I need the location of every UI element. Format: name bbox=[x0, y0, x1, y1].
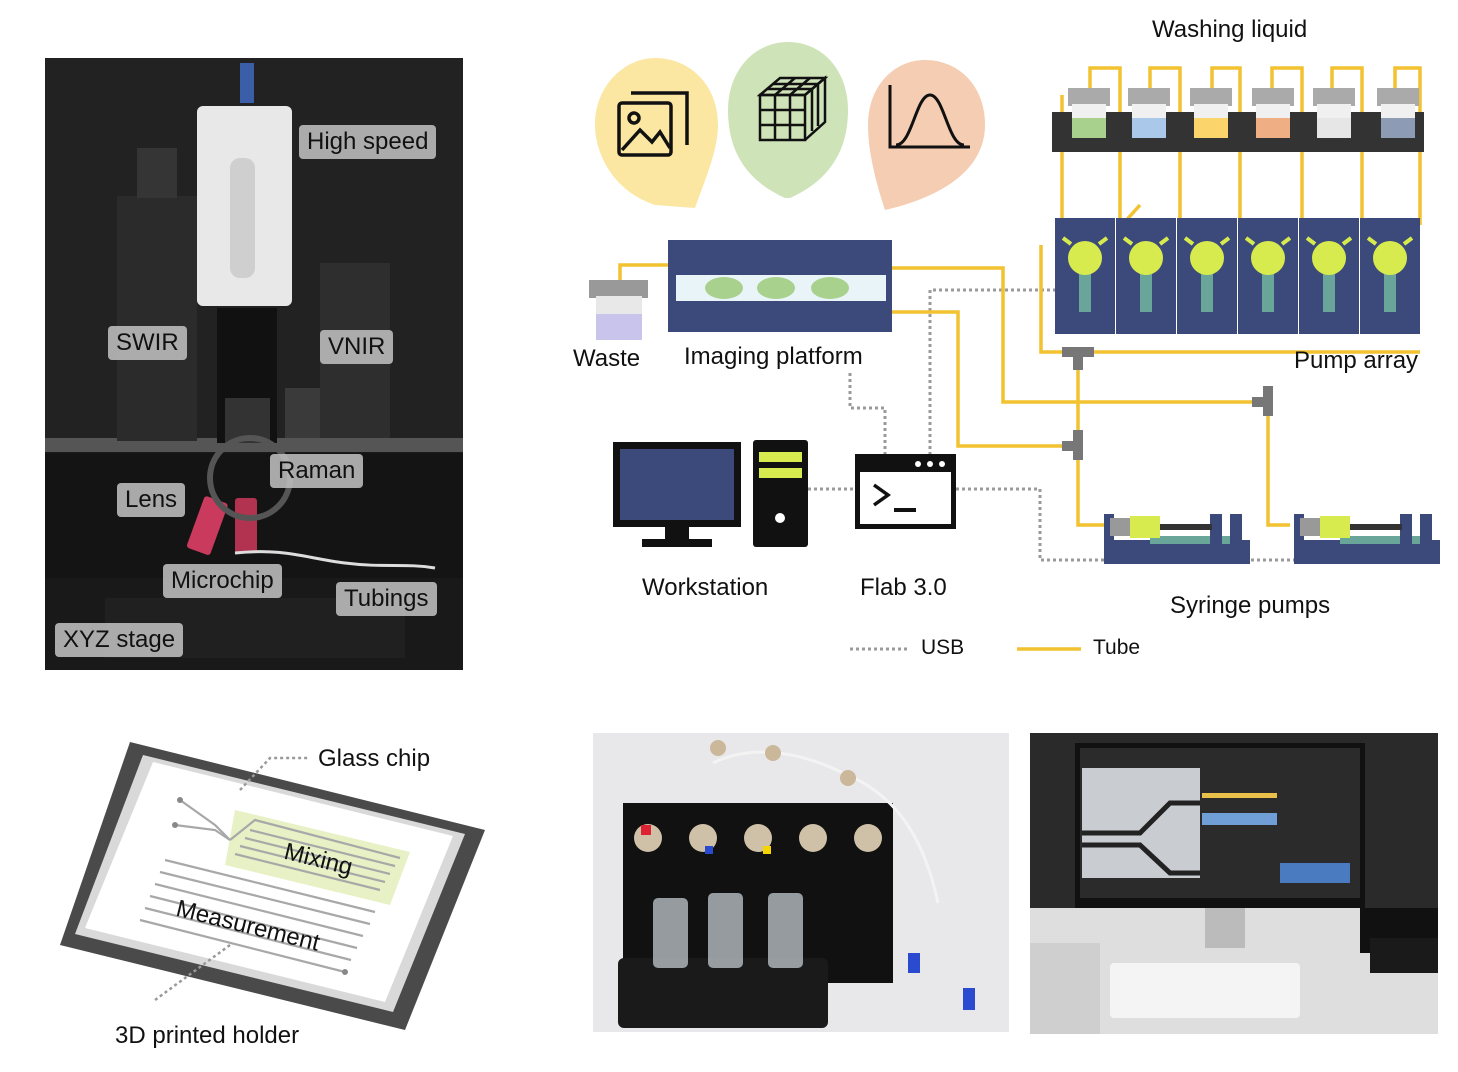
syringe-pumps-label: Syringe pumps bbox=[1170, 592, 1331, 619]
workstation-icon bbox=[613, 440, 808, 547]
label-xyz-stage: XYZ stage bbox=[55, 623, 184, 657]
washing-vial bbox=[1190, 88, 1232, 138]
label-swir: SWIR bbox=[108, 326, 187, 360]
chip-illustration bbox=[60, 742, 485, 1030]
flab-label: Flab 3.0 bbox=[860, 574, 947, 601]
vial-rack bbox=[1052, 112, 1424, 152]
label-tubings: Tubings bbox=[336, 582, 437, 616]
label-raman: Raman bbox=[270, 454, 364, 488]
microchannels bbox=[139, 799, 401, 974]
pump-unit bbox=[1116, 218, 1176, 334]
washing-vial bbox=[1377, 88, 1419, 138]
label-lens: Lens bbox=[117, 483, 186, 517]
terminal-icon bbox=[855, 454, 956, 529]
holder-label: 3D printed holder bbox=[115, 1022, 300, 1049]
washing-vial bbox=[1252, 88, 1294, 138]
syringe-pump bbox=[1104, 514, 1250, 564]
glass-chip bbox=[85, 762, 453, 1002]
label-microchip: Microchip bbox=[163, 564, 282, 598]
waste-bottle bbox=[589, 280, 648, 340]
imaging-platform bbox=[668, 240, 892, 332]
bubble-curve bbox=[868, 60, 985, 210]
legend-usb-label: USB bbox=[921, 636, 965, 659]
t-connectors bbox=[1062, 347, 1273, 460]
images-icon bbox=[617, 91, 689, 157]
washing-vial bbox=[1128, 88, 1170, 138]
label-high-speed: High speed bbox=[299, 125, 437, 159]
syringe-pumps bbox=[1104, 514, 1440, 564]
setup-photo-drawing bbox=[45, 58, 463, 670]
pump-photo-drawing bbox=[593, 733, 1009, 1032]
imaging-platform-label: Imaging platform bbox=[684, 343, 863, 370]
legend-tube-label: Tube bbox=[1093, 636, 1141, 659]
washing-vials bbox=[1068, 88, 1419, 138]
workstation-photo-drawing bbox=[1030, 733, 1438, 1034]
label-vnir: VNIR bbox=[320, 330, 394, 364]
workstation-photo bbox=[1030, 733, 1438, 1034]
pump-photo bbox=[593, 733, 1009, 1032]
gaussian-curve-icon bbox=[888, 85, 970, 149]
bubble-cube bbox=[728, 42, 848, 198]
pump-unit bbox=[1055, 218, 1115, 334]
pump-unit bbox=[1299, 218, 1359, 334]
pump-array-label: Pump array bbox=[1294, 347, 1419, 374]
cube-icon bbox=[756, 75, 829, 142]
washing-liquid-label: Washing liquid bbox=[1152, 16, 1308, 43]
bubble-images bbox=[595, 58, 718, 208]
setup-photo: High speed SWIR VNIR Raman Lens Microchi… bbox=[45, 58, 463, 670]
glass-chip-label: Glass chip bbox=[318, 745, 431, 772]
system-diagram bbox=[589, 42, 1440, 651]
washing-vial bbox=[1068, 88, 1110, 138]
pump-unit bbox=[1177, 218, 1237, 334]
mixing-region bbox=[225, 810, 410, 905]
workstation-label: Workstation bbox=[642, 574, 769, 601]
pump-unit bbox=[1238, 218, 1298, 334]
waste-label: Waste bbox=[573, 345, 641, 372]
pump-array bbox=[1055, 218, 1420, 334]
pump-unit bbox=[1360, 218, 1420, 334]
syringe-pump bbox=[1294, 514, 1440, 564]
washing-vial bbox=[1313, 88, 1355, 138]
